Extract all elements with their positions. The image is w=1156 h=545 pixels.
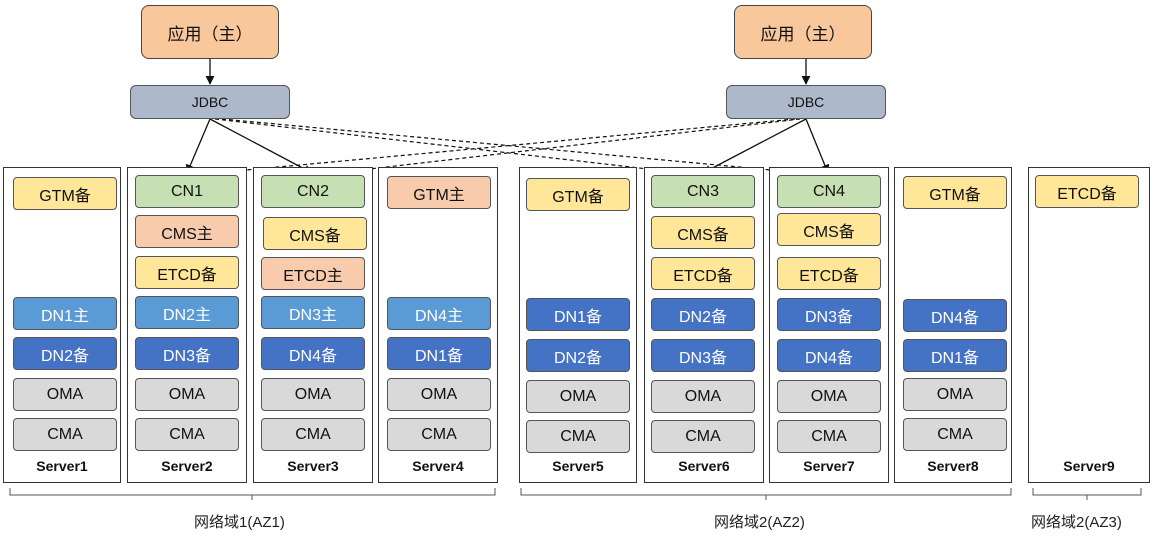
component-cn: CN1 — [135, 175, 239, 208]
server-label: Server4 — [412, 458, 464, 474]
component-dn-primary: DN4主 — [387, 297, 491, 330]
zone2-bracket — [520, 488, 1012, 500]
component-agent: OMA — [903, 378, 1007, 411]
component-standby: ETCD备 — [1035, 175, 1139, 208]
jdbc2-to-cn2-dashed-arrow — [317, 118, 801, 179]
component-dn-standby: DN1备 — [526, 298, 630, 331]
jdbc2-to-cn1-dashed-arrow — [191, 118, 796, 179]
server-label: Server9 — [1063, 458, 1115, 474]
component-dn-standby: DN4备 — [777, 339, 881, 372]
component-agent: CMA — [261, 418, 365, 451]
component-agent: CMA — [651, 420, 755, 453]
component-agent: OMA — [387, 378, 491, 411]
component-dn-standby: DN2备 — [13, 337, 117, 370]
server-label: Server1 — [36, 458, 88, 474]
server-9: ETCD备 Server9 — [1028, 167, 1150, 483]
component-dn-standby: DN4备 — [261, 337, 365, 370]
component-cn: CN4 — [777, 175, 881, 208]
server-label: Server5 — [552, 458, 604, 474]
component-standby: ETCD备 — [651, 257, 755, 290]
component-agent: OMA — [777, 380, 881, 413]
component-dn-standby: DN1备 — [903, 339, 1007, 372]
component-standby: ETCD备 — [135, 256, 239, 289]
server-label: Server7 — [803, 458, 855, 474]
component-agent: OMA — [261, 378, 365, 411]
jdbc1-to-cn2-arrow — [209, 118, 313, 174]
component-standby: GTM备 — [526, 178, 630, 211]
server-label: Server2 — [161, 458, 213, 474]
zone-label-az3: 网络域2(AZ3) — [1031, 514, 1122, 531]
jdbc1-to-cn3-dashed-arrow — [214, 118, 701, 179]
jdbc-driver-1: JDBC — [130, 85, 290, 119]
component-dn-standby: DN3备 — [135, 337, 239, 370]
component-standby: CMS备 — [263, 217, 367, 250]
server-label: Server3 — [287, 458, 339, 474]
jdbc-driver-2: JDBC — [726, 85, 886, 119]
component-primary: GTM主 — [387, 176, 491, 209]
component-dn-standby: DN3备 — [777, 298, 881, 331]
component-agent: OMA — [13, 378, 117, 411]
component-dn-standby: DN2备 — [526, 339, 630, 372]
component-agent: CMA — [903, 418, 1007, 451]
app-primary-2: 应用（主） — [734, 5, 872, 59]
server-label: Server6 — [678, 458, 730, 474]
component-agent: CMA — [387, 418, 491, 451]
component-agent: CMA — [777, 420, 881, 453]
component-dn-primary: DN1主 — [13, 297, 117, 330]
server-8: GTM备 DN4备 DN1备 OMA CMA Server8 — [894, 167, 1012, 483]
jdbc2-to-cn4-arrow — [805, 118, 830, 174]
component-dn-standby: DN4备 — [903, 299, 1007, 332]
component-dn-standby: DN2备 — [651, 298, 755, 331]
component-primary: CMS主 — [135, 215, 239, 248]
server-1: GTM备 DN1主 DN2备 OMA CMA Server1 — [3, 167, 121, 483]
zone1-bracket — [9, 488, 496, 500]
jdbc2-to-cn3-arrow — [702, 118, 807, 174]
component-dn-standby: DN3备 — [651, 339, 755, 372]
component-agent: CMA — [135, 418, 239, 451]
app-primary-1: 应用（主） — [141, 5, 279, 59]
component-standby: CMS备 — [651, 216, 755, 249]
component-standby: ETCD备 — [777, 257, 881, 290]
server-4: GTM主 DN4主 DN1备 OMA CMA Server4 — [378, 167, 498, 483]
zone3-bracket — [1032, 488, 1142, 500]
server-label: Server8 — [927, 458, 979, 474]
component-agent: CMA — [526, 420, 630, 453]
jdbc1-to-cn1-arrow — [186, 118, 211, 174]
component-dn-primary: DN2主 — [135, 296, 239, 329]
zone-label-az2: 网络域2(AZ2) — [714, 514, 805, 531]
component-cn: CN2 — [261, 175, 365, 208]
jdbc1-to-cn4-dashed-arrow — [221, 118, 826, 179]
component-cn: CN3 — [651, 175, 755, 208]
component-dn-standby: DN1备 — [387, 337, 491, 370]
zone-label-az1: 网络域1(AZ1) — [194, 514, 285, 531]
component-agent: CMA — [13, 418, 117, 451]
server-5: GTM备 DN1备 DN2备 OMA CMA Server5 — [519, 167, 637, 483]
component-agent: OMA — [526, 380, 630, 413]
component-standby: GTM备 — [13, 177, 117, 210]
component-dn-primary: DN3主 — [261, 296, 365, 329]
component-standby: GTM备 — [903, 176, 1007, 209]
component-primary: ETCD主 — [261, 257, 365, 290]
component-agent: OMA — [135, 378, 239, 411]
component-standby: CMS备 — [777, 213, 881, 246]
component-agent: OMA — [651, 380, 755, 413]
